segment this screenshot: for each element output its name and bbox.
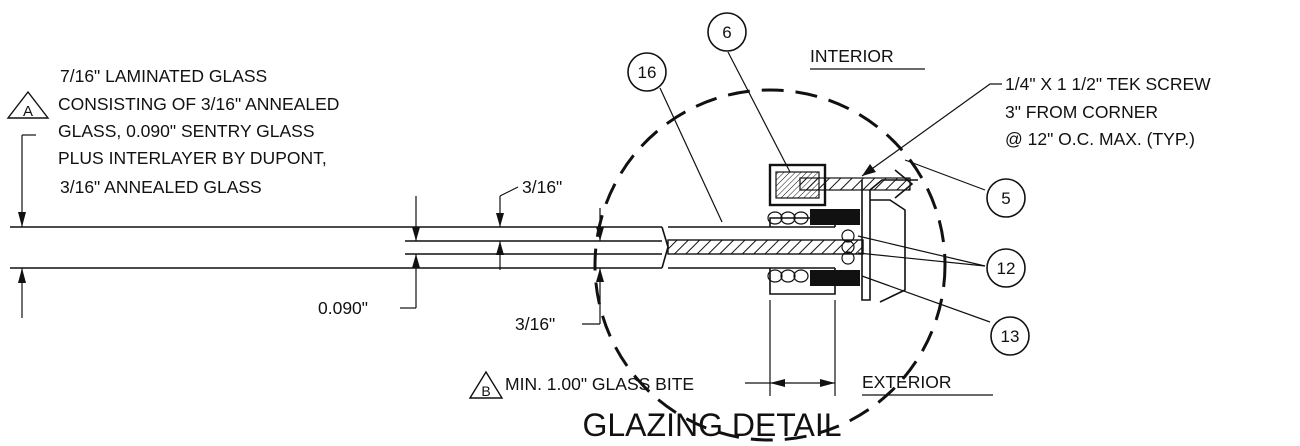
screw-note-line-3: @ 12" O.C. MAX. (TYP.) — [1005, 129, 1195, 149]
revision-mark-a: A — [6, 90, 50, 120]
glass-note-line-2: CONSISTING OF 3/16" ANNEALED — [58, 94, 339, 114]
revision-mark-b-letter: B — [481, 383, 490, 399]
glass-bite-dimension — [745, 300, 836, 396]
callout-13-number: 13 — [1001, 327, 1020, 346]
interior-label: INTERIOR — [810, 46, 894, 66]
screw-note: 1/4" X 1 1/2" TEK SCREW 3" FROM CORNER @… — [1005, 74, 1211, 149]
callout-5-number: 5 — [1001, 189, 1010, 208]
callout-16-number: 16 — [638, 63, 657, 82]
bottom-glass-dimension — [582, 268, 604, 325]
callout-13: 13 — [990, 316, 1030, 356]
callout-12-number: 12 — [997, 259, 1016, 278]
callout-6: 6 — [707, 12, 747, 52]
callout-12: 12 — [986, 248, 1026, 288]
glass-note-line-5: 3/16" ANNEALED GLASS — [60, 177, 262, 197]
frame-section — [667, 163, 918, 303]
glass-bite-label: MIN. 1.00" GLASS BITE — [505, 374, 694, 394]
glass-note: 7/16" LAMINATED GLASS CONSISTING OF 3/16… — [58, 66, 339, 197]
revision-mark-b: B — [468, 370, 504, 399]
interlayer-dimension — [400, 196, 420, 309]
revision-mark-a-letter: A — [23, 103, 33, 120]
glass-note-line-3: GLASS, 0.090" SENTRY GLASS — [58, 121, 315, 141]
exterior-label: EXTERIOR — [862, 372, 951, 392]
screw-note-line-2: 3" FROM CORNER — [1005, 102, 1158, 122]
drawing-title: GLAZING DETAIL — [582, 407, 841, 443]
glass-panel — [10, 226, 669, 269]
top-glass-dim-label: 3/16" — [522, 177, 562, 197]
detail-boundary-circle — [593, 88, 947, 442]
callout-5: 5 — [986, 178, 1026, 218]
overall-thickness-dimension — [18, 134, 36, 318]
interlayer-dim-label: 0.090" — [318, 298, 368, 318]
screw-note-line-1: 1/4" X 1 1/2" TEK SCREW — [1005, 74, 1211, 94]
callout-6-number: 6 — [722, 23, 731, 42]
leader-lines — [659, 51, 1002, 323]
bottom-glass-dim-label: 3/16" — [515, 314, 555, 334]
callout-16: 16 — [627, 52, 667, 92]
glass-note-line-4: PLUS INTERLAYER BY DUPONT, — [58, 148, 327, 168]
top-glass-dimension — [496, 186, 604, 270]
glass-note-line-1: 7/16" LAMINATED GLASS — [60, 66, 267, 86]
